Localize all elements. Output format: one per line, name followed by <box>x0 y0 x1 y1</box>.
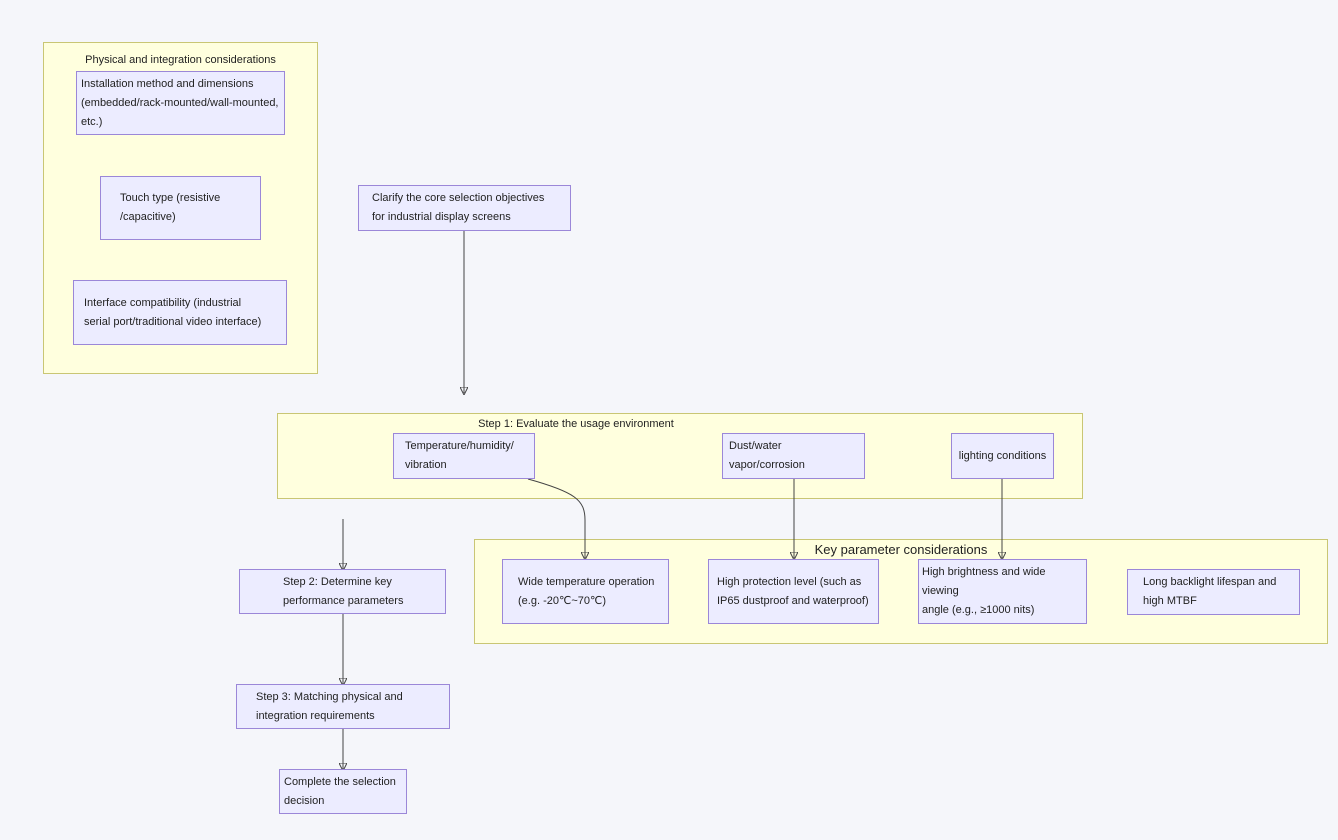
node-complete-selection[interactable]: Complete the selection decision <box>279 769 407 814</box>
cluster-key-params-title: Key parameter considerations <box>814 542 988 557</box>
node-core-objectives-label: Clarify the core selection objectives fo… <box>372 192 545 223</box>
node-protection-level[interactable]: High protection level (such as IP65 dust… <box>708 559 879 624</box>
node-brightness-viewing-label: High brightness and wide viewing angle (… <box>922 566 1046 616</box>
node-interface-compatibility-label: Interface compatibility (industrial seri… <box>84 296 262 328</box>
node-backlight-lifespan-label: Long backlight lifespan and high MTBF <box>1143 576 1277 607</box>
node-temperature-humidity-label: Temperature/humidity/ vibration <box>405 440 514 471</box>
node-dust-water-label: Dust/water vapor/corrosion <box>729 440 805 471</box>
node-touch-type-label: Touch type (resistive /capacitive) <box>120 192 221 223</box>
node-step2-label: Step 2: Determine key performance parame… <box>283 575 404 607</box>
node-installation-method[interactable]: Installation method and dimensions (embe… <box>76 71 285 135</box>
node-backlight-lifespan[interactable]: Long backlight lifespan and high MTBF <box>1127 569 1300 615</box>
node-lighting-conditions[interactable]: lighting conditions <box>951 433 1054 479</box>
node-brightness-viewing[interactable]: High brightness and wide viewing angle (… <box>918 559 1087 624</box>
node-dust-water[interactable]: Dust/water vapor/corrosion <box>722 433 865 479</box>
node-step2[interactable]: Step 2: Determine key performance parame… <box>239 569 446 614</box>
cluster-step1-title: Step 1: Evaluate the usage environment <box>478 418 674 430</box>
node-protection-level-label: High protection level (such as IP65 dust… <box>717 575 869 607</box>
node-interface-compatibility[interactable]: Interface compatibility (industrial seri… <box>73 280 287 345</box>
node-temperature-humidity[interactable]: Temperature/humidity/ vibration <box>393 433 535 479</box>
node-wide-temperature-label: Wide temperature operation (e.g. -20℃~70… <box>518 575 655 607</box>
cluster-physical-title: Physical and integration considerations <box>85 54 276 66</box>
node-step3[interactable]: Step 3: Matching physical and integratio… <box>236 684 450 729</box>
node-complete-selection-label: Complete the selection decision <box>284 775 396 807</box>
node-core-objectives[interactable]: Clarify the core selection objectives fo… <box>358 185 571 231</box>
node-touch-type[interactable]: Touch type (resistive /capacitive) <box>100 176 261 240</box>
node-installation-method-label: Installation method and dimensions (embe… <box>81 77 279 128</box>
node-lighting-conditions-label: lighting conditions <box>958 449 1047 462</box>
node-wide-temperature[interactable]: Wide temperature operation (e.g. -20℃~70… <box>502 559 669 624</box>
node-step3-label: Step 3: Matching physical and integratio… <box>256 690 403 722</box>
